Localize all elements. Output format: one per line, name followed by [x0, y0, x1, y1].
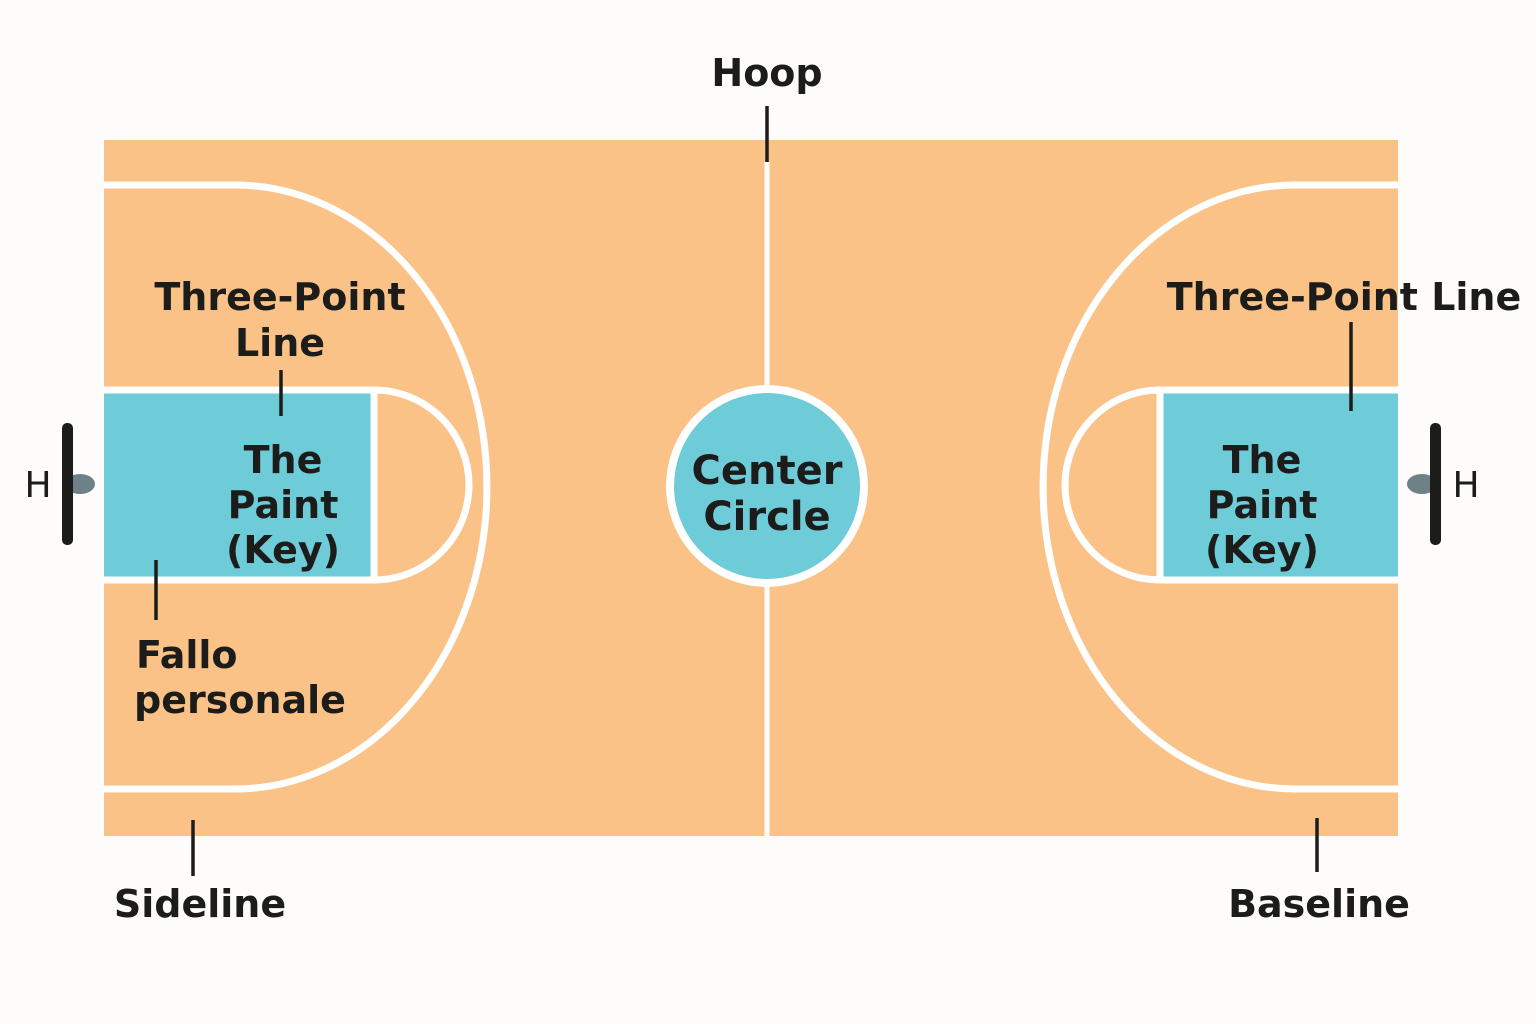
foul-label-line2: personale: [134, 678, 346, 722]
paint-right-label-line2: Paint: [1207, 483, 1318, 527]
left-hoop-mark: H: [24, 465, 51, 506]
paint-left-label-line3: (Key): [226, 528, 340, 572]
paint-left-label-line1: The: [244, 438, 323, 482]
three-point-left-label-line1: Three-Point: [154, 275, 405, 319]
leader-lines: [154, 106, 1353, 876]
paint-outlines: [104, 386, 1398, 584]
paint-left: [104, 390, 372, 580]
backboard-left-icon: [62, 423, 95, 545]
center-circle-label-line1: Center: [692, 448, 843, 494]
paint-right-label-line3: (Key): [1205, 528, 1319, 572]
three-point-line-right: [1039, 181, 1398, 793]
free-throw-circles: [373, 386, 1161, 584]
free-throw-circle-right: [1061, 386, 1161, 584]
backboard-left: [62, 423, 73, 545]
rim-right: [1407, 474, 1437, 494]
paint-left-label-line2: Paint: [228, 483, 339, 527]
backboard-right: [1430, 423, 1441, 545]
center-circle-label-line2: Circle: [703, 494, 830, 540]
foul-label-line1: Fallo: [136, 633, 238, 677]
baseline-label: Baseline: [1228, 882, 1410, 926]
paint-right-label-line1: The: [1223, 438, 1302, 482]
sideline-label: Sideline: [114, 882, 286, 926]
hoop-label: Hoop: [711, 51, 822, 95]
paint-right-outline: [1156, 386, 1398, 584]
backboard-right-icon: [1407, 423, 1441, 545]
paint-right: [1160, 390, 1398, 580]
three-point-right-label: Three-Point Line: [1167, 275, 1522, 319]
three-point-lines: [104, 181, 1398, 793]
three-point-left-label-line2: Line: [235, 321, 325, 365]
paint-left-outline: [104, 386, 378, 584]
center-circle: [666, 385, 868, 587]
right-hoop-mark: H: [1452, 465, 1479, 506]
three-point-line-left: [104, 181, 491, 793]
free-throw-circle-left: [373, 386, 473, 584]
